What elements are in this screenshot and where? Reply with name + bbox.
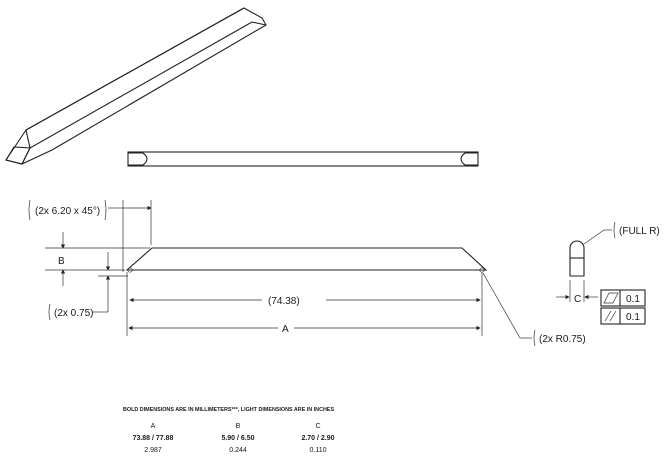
edge-dimension: (2x 0.75) xyxy=(48,252,128,321)
b-dimension: B xyxy=(45,232,150,286)
full-r-label: (FULL R) xyxy=(619,226,660,237)
dim-b-label: B xyxy=(58,256,65,267)
dim-c-label: C xyxy=(574,294,581,305)
table-note: BOLD DIMENSIONS ARE IN MILLIMETERS***, L… xyxy=(123,407,334,413)
mm-value-a: 73.88 / 77.88 xyxy=(133,435,174,442)
mm-value-b: 5.90 / 6.50 xyxy=(221,435,254,442)
side-view: (FULL R) C xyxy=(556,221,660,305)
length-callout: (74.38) xyxy=(268,296,300,307)
chamfer-callout: (2x 6.20 x 45°) xyxy=(35,206,100,217)
isometric-view xyxy=(5,7,267,165)
chamfer-dimension: (2x 6.20 x 45°) xyxy=(28,199,152,272)
length-dimension: (74.38) A xyxy=(126,272,483,336)
inch-value-a: 2.987 xyxy=(144,447,162,454)
front-view xyxy=(125,247,488,273)
inch-value-b: 0.244 xyxy=(229,447,247,454)
flatness-icon xyxy=(603,292,619,304)
edge-callout: (2x 0.75) xyxy=(54,308,93,319)
tolerance-frames: 0.1 0.1 xyxy=(600,289,646,325)
inch-value-c: 0.110 xyxy=(310,447,327,454)
radius-label: (2x R0.75) xyxy=(539,334,586,345)
top-view xyxy=(127,151,479,167)
mm-value-c: 2.70 / 2.90 xyxy=(301,435,334,442)
dimension-table: BOLD DIMENSIONS ARE IN MILLIMETERS***, L… xyxy=(123,407,335,454)
tolerance-parallel: 0.1 xyxy=(626,312,640,323)
dim-a-label: A xyxy=(282,324,289,335)
tolerance-flatness: 0.1 xyxy=(626,294,640,305)
parallelism-icon xyxy=(604,310,617,322)
column-header-a: A xyxy=(151,423,156,430)
column-header-c: C xyxy=(315,423,320,430)
radius-callout: (2x R0.75) xyxy=(482,272,586,347)
column-header-b: B xyxy=(236,423,241,430)
